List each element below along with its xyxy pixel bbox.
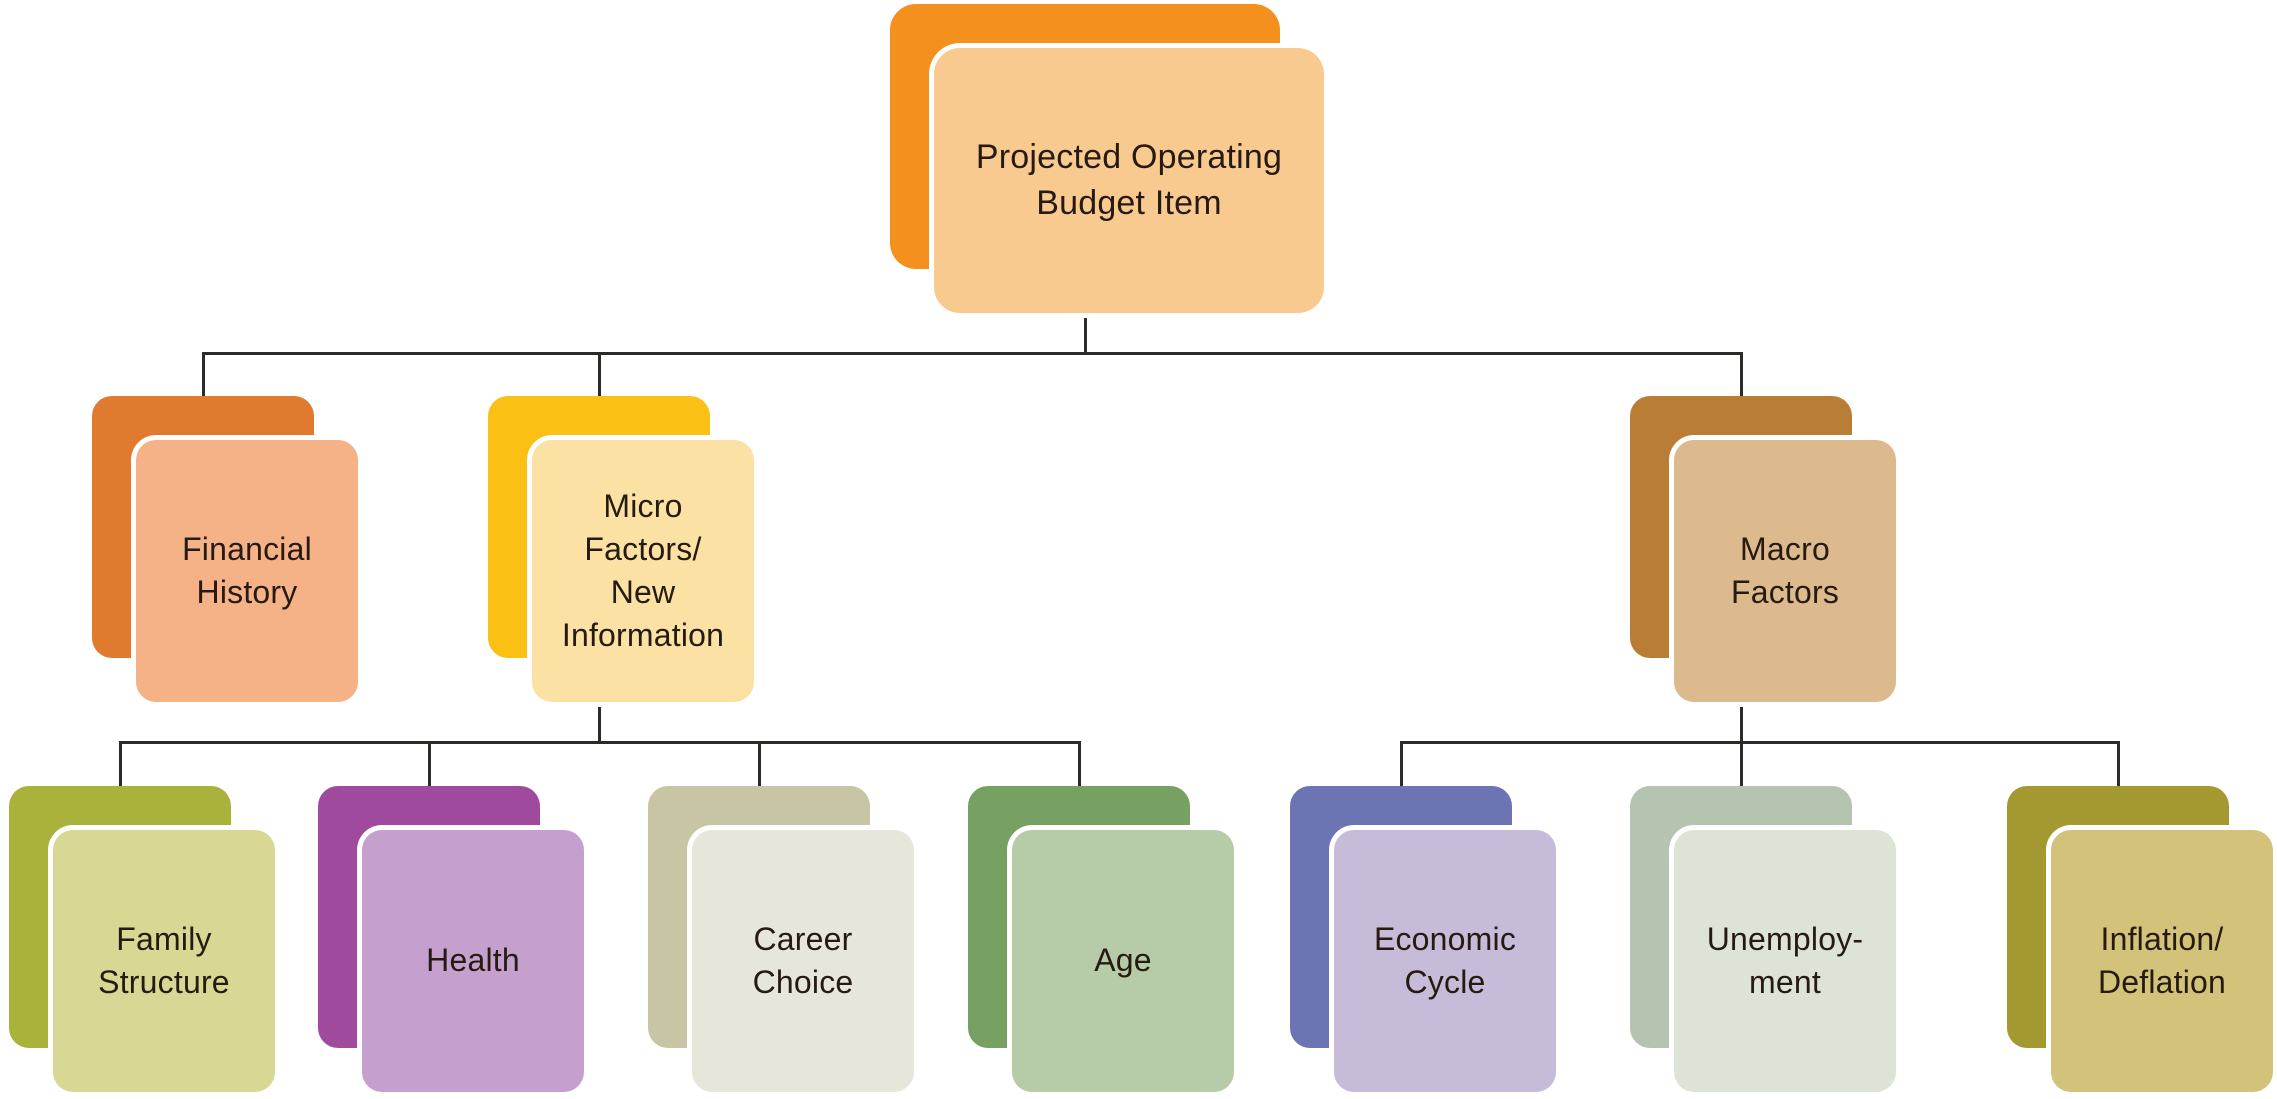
connector-inflation-deflation-drop [2116,742,2120,786]
node-health-back-card [318,786,540,1048]
node-career-choice-back-card [648,786,870,1048]
connector-micro-factors-drop [597,353,601,396]
connector-macro-factors-drop [1739,702,1743,744]
node-family-structure-back-card [9,786,231,1048]
node-macro-factors-back-card [1630,396,1852,658]
node-economic-cycle-label: Economic Cycle [1373,920,1517,1000]
node-financial-history-front-card: Financial History [136,440,358,702]
node-inflation-deflation-back-card [2007,786,2229,1048]
node-micro-factors-front-card: Micro Factors/ New Information [532,440,754,702]
node-unemployment-back-card [1630,786,1852,1048]
node-age-back-card [968,786,1190,1048]
connector-financial-history-drop [201,353,205,396]
node-age-front-card: Age [1012,830,1234,1092]
node-health-front-card: Health [362,830,584,1092]
node-micro-factors-label: Micro Factors/ New Information [561,487,725,654]
connector-health-drop [427,742,431,786]
connector-macro-factors-drop [1739,353,1743,396]
node-economic-cycle-back-card [1290,786,1512,1048]
connector-macro-factors-rail [1399,740,2120,744]
connector-career-choice-drop [757,742,761,786]
connector-micro-factors-rail [118,740,1081,744]
node-inflation-deflation-label: Inflation/ Deflation [2097,920,2227,1000]
connector-economic-cycle-drop [1399,742,1403,786]
connector-budget-item-drop [1083,313,1087,355]
node-budget-item-label: Projected Operating Budget Item [975,137,1283,222]
node-macro-factors-label: Macro Factors [1730,530,1840,610]
connector-unemployment-drop [1739,742,1743,786]
node-financial-history-back-card [92,396,314,658]
node-career-choice-front-card: Career Choice [692,830,914,1092]
node-budget-item-front-card: Projected Operating Budget Item [934,48,1324,313]
node-macro-factors-front-card: Macro Factors [1674,440,1896,702]
node-unemployment-front-card: Unemploy- ment [1674,830,1896,1092]
node-budget-item-back-card [890,4,1280,269]
node-micro-factors-back-card [488,396,710,658]
connector-family-structure-drop [118,742,122,786]
node-economic-cycle-front-card: Economic Cycle [1334,830,1556,1092]
node-family-structure-front-card: Family Structure [53,830,275,1092]
connector-micro-factors-drop [597,702,601,744]
node-financial-history-label: Financial History [182,530,312,610]
node-inflation-deflation-front-card: Inflation/ Deflation [2051,830,2273,1092]
connector-budget-item-rail [201,351,1743,355]
node-family-structure-label: Family Structure [98,920,230,1000]
node-age-label: Age [1094,942,1152,979]
node-career-choice-label: Career Choice [752,920,854,1000]
connector-age-drop [1077,742,1081,786]
node-health-label: Health [426,942,520,979]
node-unemployment-label: Unemploy- ment [1706,920,1864,1000]
